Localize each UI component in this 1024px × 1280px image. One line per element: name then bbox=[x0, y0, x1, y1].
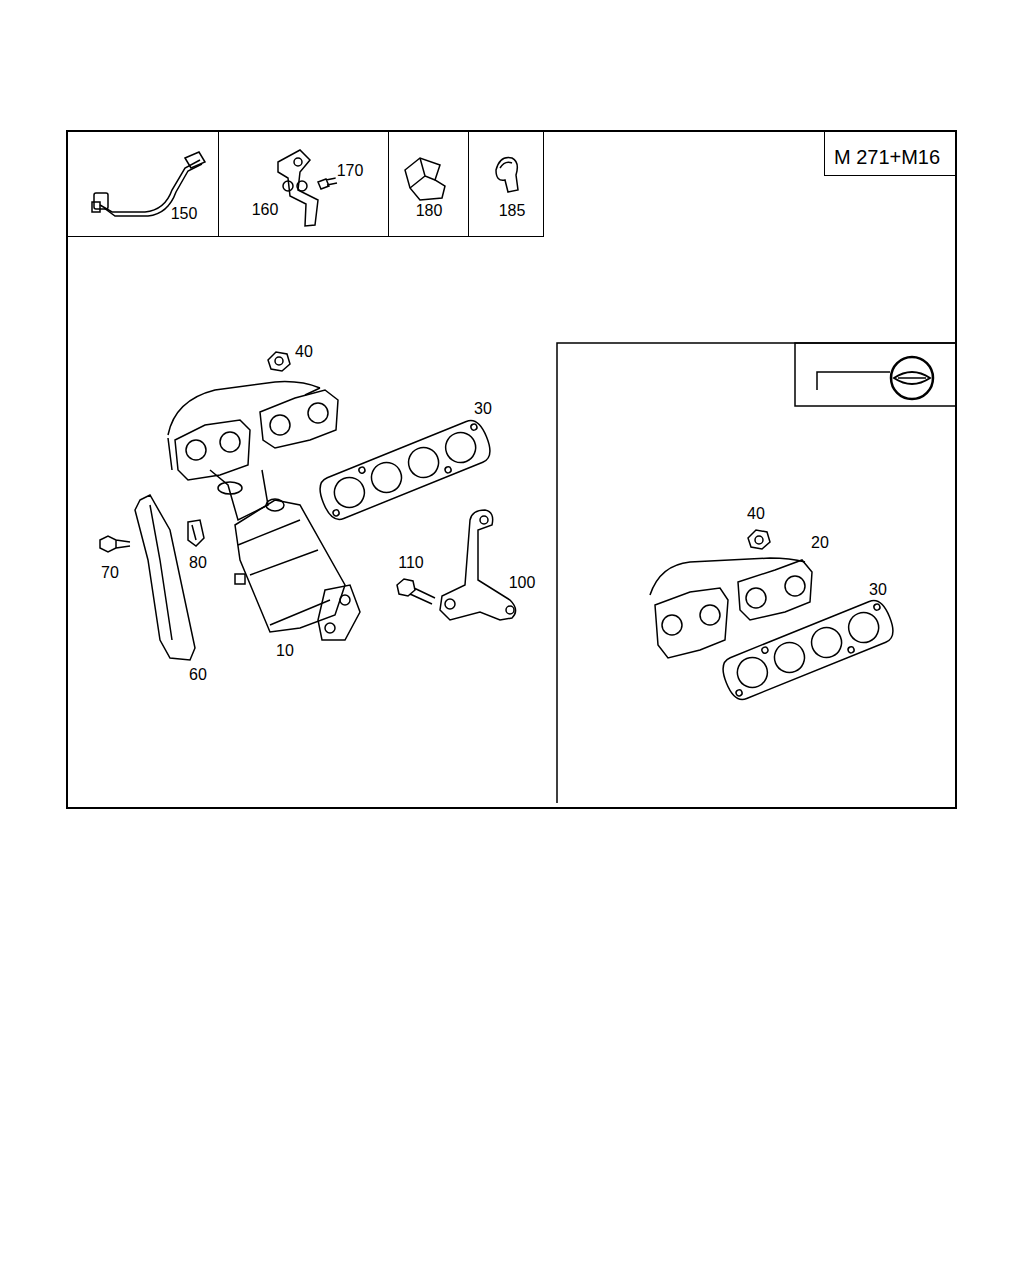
callout-number: 170 bbox=[336, 162, 365, 180]
part-cell: 160 170 bbox=[218, 131, 389, 237]
engine-code: M 271+M16 bbox=[833, 146, 941, 168]
callout-number: 110 bbox=[397, 554, 425, 572]
callout-number: 20 bbox=[810, 534, 830, 552]
callout-number: 100 bbox=[508, 574, 537, 592]
engine-code-box: M 271+M16 bbox=[824, 131, 956, 176]
callout-number: 30 bbox=[868, 581, 888, 599]
callout-number: 60 bbox=[188, 666, 208, 684]
part-cell: 185 bbox=[468, 131, 544, 237]
callout-number: 70 bbox=[100, 564, 120, 582]
part-cell: 150 bbox=[67, 131, 219, 237]
callout-number: 30 bbox=[473, 400, 493, 418]
callout-number: 150 bbox=[170, 205, 199, 223]
part-cell: 180 bbox=[388, 131, 469, 237]
callout-number: 10 bbox=[275, 642, 295, 660]
callout-number: 185 bbox=[498, 202, 527, 220]
callout-number: 160 bbox=[251, 201, 280, 219]
callout-number: 80 bbox=[188, 554, 208, 572]
callout-number: 180 bbox=[415, 202, 444, 220]
callout-number: 40 bbox=[746, 505, 766, 523]
callout-number: 40 bbox=[294, 343, 314, 361]
